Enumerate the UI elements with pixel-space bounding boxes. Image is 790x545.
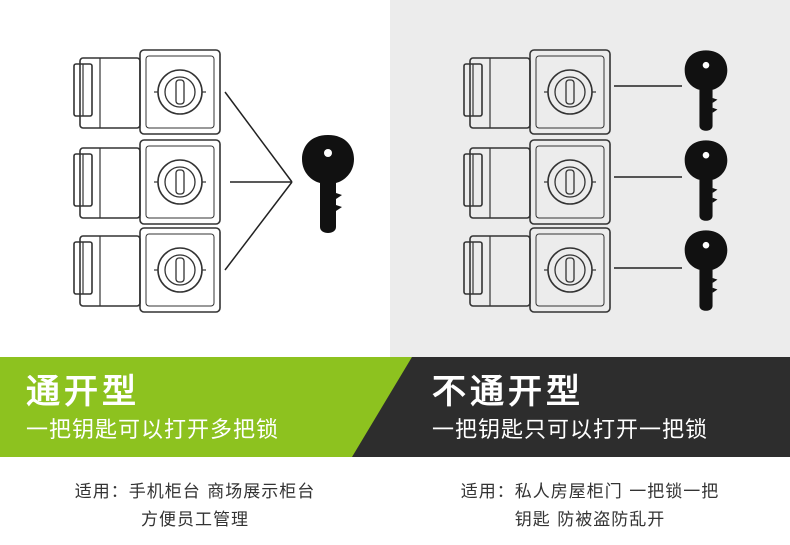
left-hasp-1 bbox=[73, 49, 221, 135]
right-usage: 适用：私人房屋柜门 一把锁一把 钥匙 防被盗防乱开 bbox=[400, 478, 780, 534]
left-title: 通开型 bbox=[26, 372, 140, 412]
banner-dark bbox=[352, 357, 790, 457]
left-usage-line-1: 适用：手机柜台 商场展示柜台 bbox=[74, 482, 316, 502]
left-key-icon bbox=[302, 135, 354, 233]
right-hasp-1 bbox=[463, 49, 611, 135]
right-usage-line-2: 钥匙 防被盗防乱开 bbox=[514, 510, 666, 530]
left-usage-line-2: 方便员工管理 bbox=[141, 510, 249, 530]
right-subtitle: 一把钥匙只可以打开一把锁 bbox=[432, 418, 709, 443]
right-title: 不通开型 bbox=[432, 372, 584, 412]
right-key-icon-1 bbox=[684, 50, 728, 131]
left-subtitle: 一把钥匙可以打开多把锁 bbox=[26, 418, 280, 443]
right-usage-line-1: 适用：私人房屋柜门 一把锁一把 bbox=[460, 482, 720, 502]
right-hasp-3 bbox=[463, 227, 611, 313]
left-hasp-3 bbox=[73, 227, 221, 313]
illustration bbox=[73, 49, 728, 313]
left-hasp-2 bbox=[73, 139, 221, 225]
right-hasp-2 bbox=[463, 139, 611, 225]
left-usage: 适用：手机柜台 商场展示柜台 方便员工管理 bbox=[10, 478, 380, 534]
right-key-icon-3 bbox=[684, 230, 728, 311]
right-key-icon-2 bbox=[684, 140, 728, 221]
